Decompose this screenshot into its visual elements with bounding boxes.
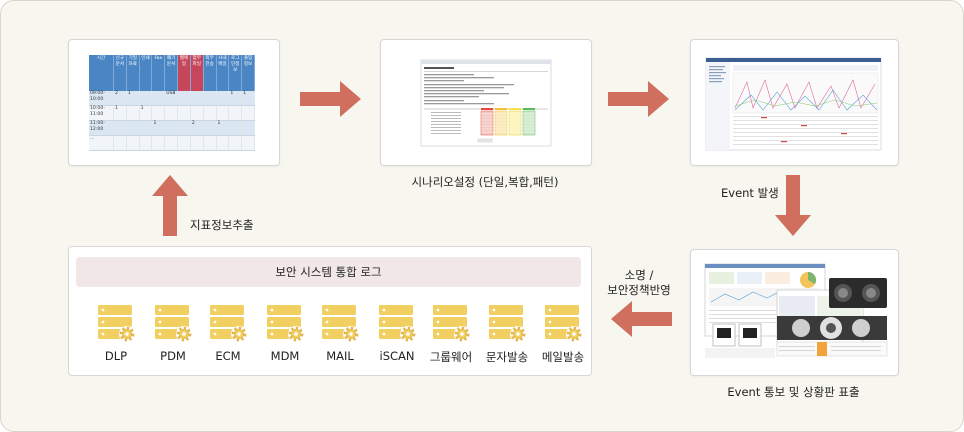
table-header: 사내메일 [216, 55, 230, 91]
system-item-5: iSCAN [367, 303, 427, 363]
dashboard-screenshot [704, 263, 888, 358]
integrated-log-box: 보안 시스템 통합 로그 DLP [68, 246, 592, 376]
server-gear-icon [489, 305, 526, 342]
server-gear-icon [322, 305, 359, 342]
table-row: ... [89, 135, 255, 151]
policy-label-line1: 소명 / [624, 268, 654, 282]
event-screenshot [705, 57, 882, 151]
table-header: Fax [151, 55, 166, 91]
table-header: 웹메일 [177, 55, 191, 91]
dashboard-label: Event 통보 및 상황판 표출 [727, 385, 860, 399]
system-label: 메일발송 [541, 350, 585, 364]
server-gear-icon [98, 305, 135, 342]
system-item-2: ECM [198, 303, 258, 363]
server-gear-icon [210, 305, 247, 342]
system-label: iSCAN [379, 349, 415, 363]
system-item-8: 메일발송 [533, 303, 593, 365]
table-header: 기밀자료 [126, 55, 140, 91]
system-item-6: 그룹웨어 [421, 303, 481, 365]
system-label: PDM [160, 349, 186, 363]
server-gear-icon [379, 305, 416, 342]
system-item-1: PDM [143, 303, 203, 363]
integrated-log-title: 보안 시스템 통합 로그 [76, 257, 581, 287]
system-item-0: DLP [86, 303, 146, 363]
scenario-label: 시나리오설정 (단일,복합,패턴) [411, 175, 559, 189]
policy-label-line2: 보안정책반영 [607, 283, 671, 297]
table-header: 첨부파일 [190, 55, 204, 91]
table-header: 폐기문서 [164, 55, 179, 91]
system-label: 그룹웨어 [429, 350, 473, 364]
system-label: ECM [215, 349, 241, 363]
scenario-settings-card [380, 39, 592, 166]
table-header: 외부전송 [203, 55, 217, 91]
server-gear-icon [267, 305, 304, 342]
event-label: Event 발생 [721, 186, 779, 200]
arrow-right-1 [300, 81, 361, 117]
server-gear-icon [545, 305, 582, 342]
arrow-right-2 [608, 81, 669, 117]
system-label: MDM [270, 349, 300, 363]
table-header: 시간 [89, 55, 114, 91]
arrow-left [611, 301, 672, 337]
table-header: 출입정보 [241, 55, 255, 91]
arrow-down [775, 175, 811, 236]
indicator-table: 시간 신규문서 기밀자료 인쇄 Fax 폐기문서 웹메일 첨부파일 외부전송 사… [89, 55, 255, 153]
server-gear-icon [155, 305, 192, 342]
table-header: 로그인정보 [228, 55, 243, 91]
table-header: 신규문서 [113, 55, 127, 91]
system-label: 문자발송 [485, 350, 529, 364]
system-label: MAIL [326, 349, 354, 363]
system-label: DLP [104, 349, 128, 363]
event-card [690, 39, 899, 166]
extract-label: 지표정보추출 [190, 218, 254, 232]
arrow-up [152, 175, 188, 236]
scenario-settings-screenshot [420, 59, 552, 147]
system-item-4: MAIL [310, 303, 370, 363]
table-header: 인쇄 [139, 55, 153, 91]
server-gear-icon [433, 305, 470, 342]
system-item-3: MDM [255, 303, 315, 363]
system-item-7: 문자발송 [477, 303, 537, 365]
indicator-table-card: 시간 신규문서 기밀자료 인쇄 Fax 폐기문서 웹메일 첨부파일 외부전송 사… [68, 39, 280, 166]
dashboard-card [690, 249, 899, 376]
